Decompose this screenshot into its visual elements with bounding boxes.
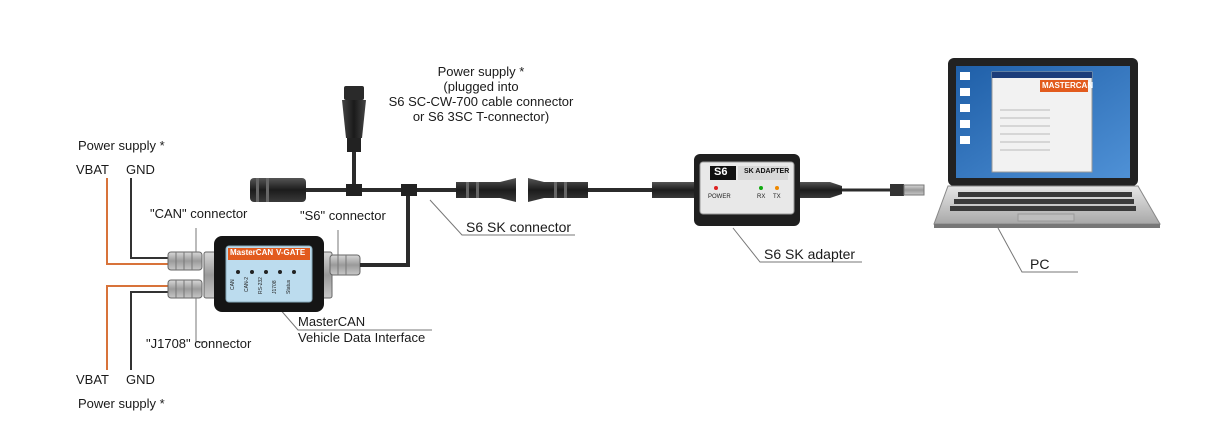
s6-device-plug [329,254,361,276]
can-connector-label: "CAN" connector [150,206,248,221]
power-wires-top [106,178,170,265]
vgate-led-label: CAN-2 [244,276,250,292]
power-supply-bottom-label: Power supply * [78,396,165,411]
vgate-led-label: Status [286,279,292,294]
adapter-name-text: SK ADAPTER [744,168,790,175]
vgate-device [203,236,333,312]
power-supply-center-line3: S6 SC-CW-700 cable connector [388,94,574,109]
adapter-power-text: POWER [708,194,731,200]
can-plug [167,251,203,271]
sk-adapter-box [694,154,800,226]
power-supply-center-line1: Power supply * [437,64,525,79]
vgate-led-label: RS-232 [258,277,264,294]
vgate-led-label: CAN [230,279,236,290]
vbat-top-label: VBAT [76,162,109,177]
laptop-app-title: MASTERCAN [1042,81,1094,90]
gnd-top-label: GND [126,162,155,177]
adapter-tx-text: TX [773,194,781,200]
s6-connector-label: "S6" connector [300,208,386,223]
vgate-model-text: V-GATE [276,248,306,257]
vbat-bottom-label: VBAT [76,372,109,387]
cable-left-plug [250,178,306,202]
leader-lines [195,199,1078,343]
s6-sk-connector-label: S6 SK connector [466,219,572,235]
power-plug-vertical [342,86,366,152]
adapter-strain-relief-right [800,182,842,198]
power-supply-center-line2: (plugged into [443,79,519,94]
vgate-led-label: J1708 [272,280,278,294]
adapter-rx-text: RX [757,194,766,200]
adapter-logo-text: S6 [714,166,728,178]
power-supply-center-line4: or S6 3SC T-connector) [412,109,550,124]
gnd-bottom-label: GND [126,372,155,387]
usb-plug [890,184,925,196]
pc-label: PC [1030,256,1050,272]
j1708-connector-label: "J1708" connector [146,336,252,351]
mastercan-label: MasterCAN Vehicle Data Interface [298,314,425,346]
power-supply-center-label: Power supply * (plugged into S6 SC-CW-70… [376,64,586,124]
power-wires-bottom [106,285,170,370]
mastercan-label-line1: MasterCAN [298,314,366,329]
s6-sk-connector-pair [456,178,588,202]
s6-sk-adapter-label: S6 SK adapter [764,246,856,262]
vgate-brand-text: MasterCAN [230,248,274,257]
j1708-plug [167,279,203,299]
s6-cable [300,150,462,267]
adapter-strain-relief-left [652,182,694,198]
mastercan-label-line2: Vehicle Data Interface [298,330,426,345]
tee-junction [346,184,417,196]
laptop [933,58,1161,228]
power-supply-top-left-label: Power supply * [78,138,165,153]
